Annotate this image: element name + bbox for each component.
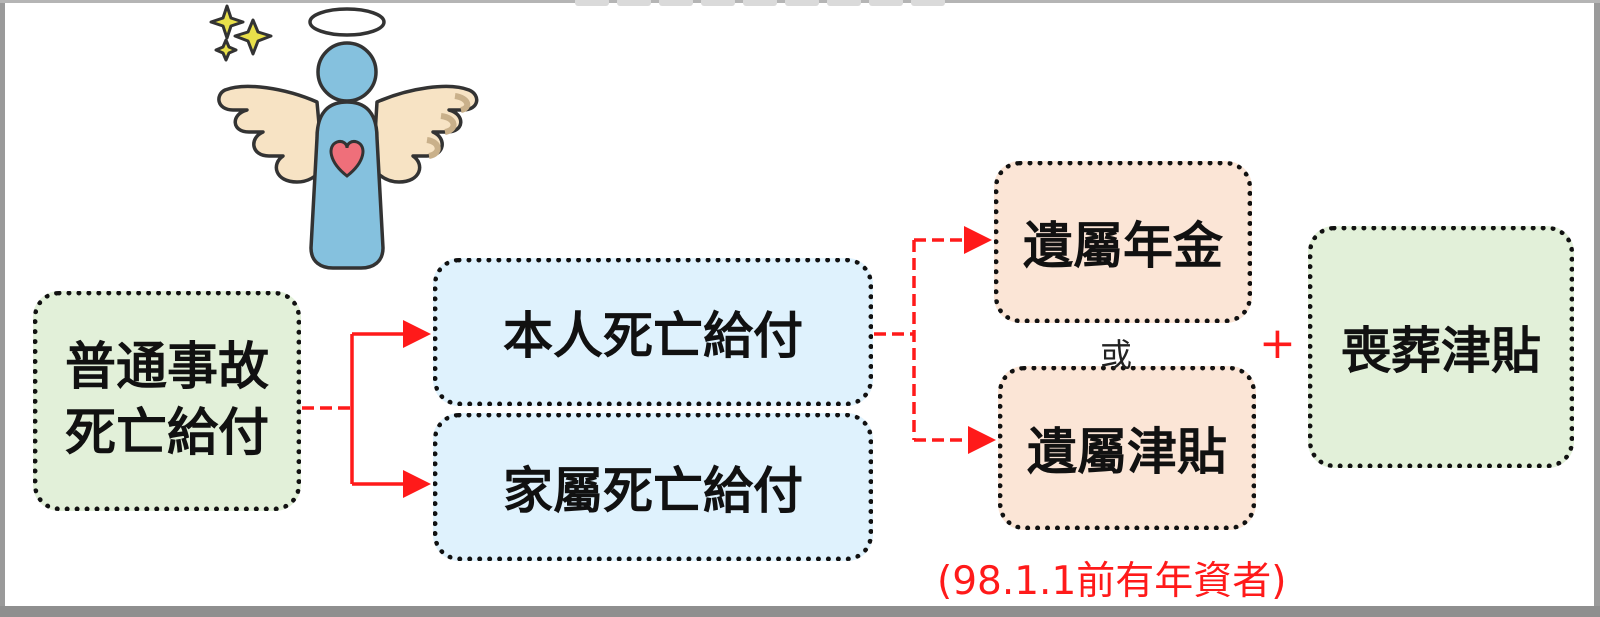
survivor-allowance-box: 遺屬津貼 (998, 366, 1256, 530)
self-death-benefit-box: 本人死亡給付 (433, 258, 873, 406)
footnote-text: (98.1.1前有年資者) (937, 559, 1287, 604)
window-frame-right (1594, 0, 1600, 617)
cropped-title-fragment (575, 0, 995, 8)
general-accident-death-benefit-label: 普通事故 死亡給付 (64, 338, 269, 463)
sparkle-icon (209, 4, 273, 62)
funeral-allowance-label: 喪葬津貼 (1341, 322, 1541, 380)
angel-icon (209, 4, 479, 270)
family-death-benefit-box: 家屬死亡給付 (433, 413, 873, 561)
plus-sign: + (1259, 318, 1296, 369)
window-frame-left (0, 0, 5, 617)
window-frame-bottom (0, 606, 1600, 617)
survivor-pension-box: 遺屬年金 (994, 161, 1252, 323)
general-accident-death-benefit-box: 普通事故 死亡給付 (33, 291, 301, 511)
survivor-pension-label: 遺屬年金 (1023, 217, 1223, 275)
family-death-benefit-label: 家屬死亡給付 (503, 462, 803, 520)
or-connector-text: 或 (1100, 336, 1133, 374)
funeral-allowance-box: 喪葬津貼 (1308, 226, 1574, 468)
survivor-allowance-label: 遺屬津貼 (1027, 423, 1227, 481)
self-death-benefit-label: 本人死亡給付 (503, 307, 803, 365)
